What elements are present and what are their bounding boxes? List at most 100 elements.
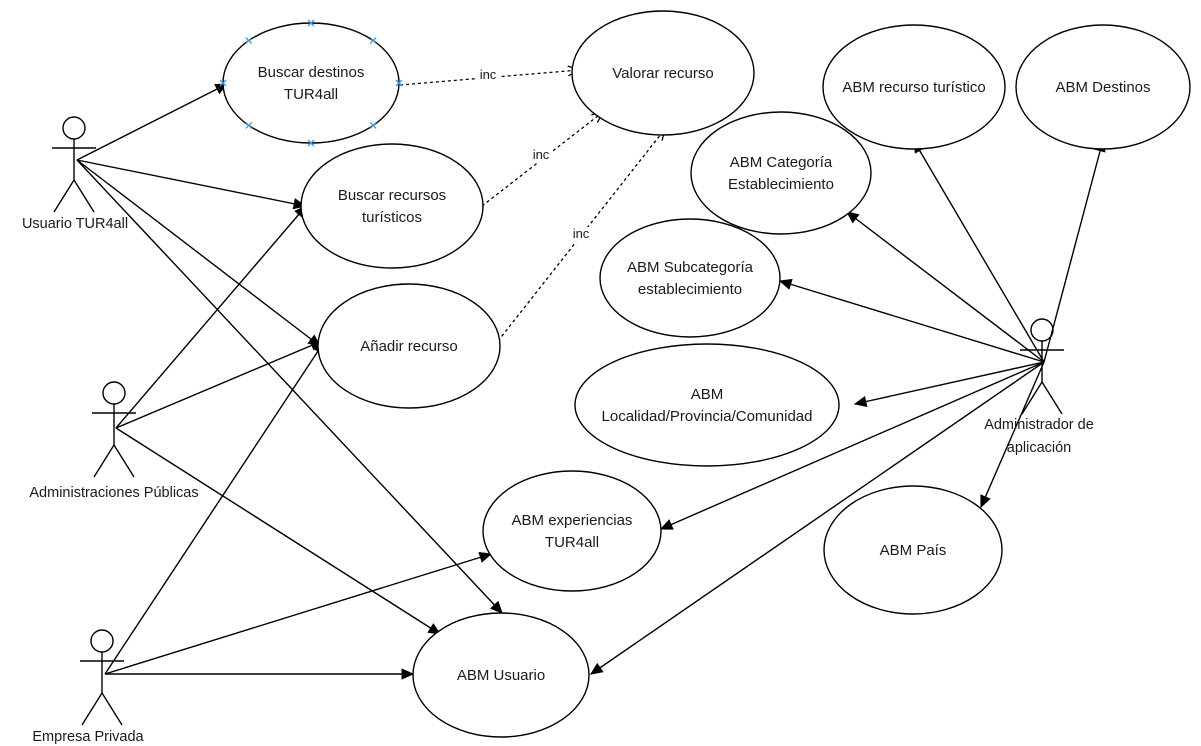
- actor-figure-icon[interactable]: [92, 381, 136, 478]
- resize-handle-icon[interactable]: [307, 139, 315, 147]
- association-admin_app-abm_usuario[interactable]: [589, 361, 1045, 675]
- association-admin_pub-buscar_recursos[interactable]: [115, 205, 307, 429]
- use-case-ellipse[interactable]: [412, 612, 590, 738]
- use-case-ellipse[interactable]: [822, 24, 1006, 150]
- use-case-ellipse[interactable]: [300, 143, 484, 269]
- actor-figure-icon[interactable]: [1020, 318, 1064, 415]
- actor-empresa[interactable]: Empresa Privada: [32, 629, 145, 745]
- actor-figure-icon[interactable]: [52, 116, 96, 213]
- use-case-ellipse[interactable]: [574, 343, 840, 467]
- association-admin_app-abm_subcategoria[interactable]: [778, 278, 1045, 363]
- association-empresa-abm_usuario[interactable]: [105, 668, 415, 680]
- use-case-label: ABM Usuario: [457, 667, 545, 684]
- association-line[interactable]: [913, 140, 1045, 363]
- association-admin_app-abm_localidad[interactable]: [853, 361, 1045, 408]
- association-line[interactable]: [76, 159, 321, 347]
- include-label: inc: [573, 226, 590, 241]
- use-case-anadir[interactable]: Añadir recurso: [317, 283, 501, 409]
- use-case-label: ABM recurso turístico: [842, 79, 985, 96]
- association-usuario-abm_usuario[interactable]: [76, 159, 503, 614]
- association-usuario-anadir[interactable]: [76, 159, 321, 347]
- arrowhead-icon: [401, 668, 415, 680]
- actor-label: Administraciones Públicas: [29, 485, 198, 501]
- association-admin_app-abm_experiencias[interactable]: [659, 361, 1045, 530]
- use-case-abm-recurso[interactable]: ABM recurso turístico: [822, 24, 1006, 150]
- association-line[interactable]: [846, 211, 1045, 363]
- association-line[interactable]: [76, 159, 306, 207]
- association-line[interactable]: [1043, 139, 1104, 363]
- use-case-valorar[interactable]: Valorar recurso: [571, 10, 755, 136]
- use-case-abm-usuario[interactable]: ABM Usuario: [412, 612, 590, 738]
- actor-label: Empresa Privada: [32, 729, 144, 745]
- use-case-label: ABM Destinos: [1055, 79, 1150, 96]
- arrowhead-icon: [980, 494, 991, 509]
- use-case-ellipse[interactable]: [571, 10, 755, 136]
- use-case-ellipse[interactable]: [823, 485, 1003, 615]
- arrowhead-icon: [853, 395, 868, 408]
- arrowhead-icon: [659, 519, 674, 530]
- association-line[interactable]: [104, 553, 492, 675]
- association-admin_app-abm_pais[interactable]: [980, 361, 1045, 509]
- include-label-bg: [476, 68, 500, 83]
- association-line[interactable]: [590, 361, 1045, 675]
- association-line[interactable]: [854, 361, 1045, 405]
- association-empresa-anadir[interactable]: [104, 340, 325, 675]
- association-admin_pub-abm_usuario[interactable]: [115, 427, 442, 635]
- use-case-ellipse[interactable]: [599, 218, 781, 338]
- actor-admin-pub[interactable]: Administraciones Públicas: [29, 381, 199, 501]
- association-line[interactable]: [980, 361, 1045, 508]
- association-admin_app-abm_recurso[interactable]: [913, 139, 1045, 363]
- use-case-abm-destinos[interactable]: ABM Destinos: [1015, 24, 1191, 150]
- use-case-ellipse[interactable]: [482, 470, 662, 592]
- association-empresa-abm_experiencias[interactable]: [104, 551, 493, 675]
- include-label: inc: [533, 147, 550, 162]
- association-usuario-buscar_destinos[interactable]: [76, 83, 229, 161]
- use-case-ellipse[interactable]: [317, 283, 501, 409]
- use-case-abm-pais[interactable]: ABM País: [823, 485, 1003, 615]
- arrowhead-icon: [846, 211, 860, 224]
- association-line[interactable]: [115, 427, 441, 635]
- resize-handle-icon[interactable]: [245, 121, 253, 129]
- use-case-ellipse[interactable]: [1015, 24, 1191, 150]
- resize-handle-icon[interactable]: [245, 37, 253, 45]
- association-line[interactable]: [104, 341, 325, 675]
- association-line[interactable]: [660, 361, 1045, 530]
- resize-handle-icon[interactable]: [369, 37, 377, 45]
- include-label-bg: [569, 227, 593, 242]
- actor-usuario[interactable]: Usuario TUR4all: [22, 116, 128, 232]
- association-usuario-buscar_recursos[interactable]: [76, 159, 307, 210]
- resize-handle-icon[interactable]: [395, 79, 403, 87]
- association-admin_pub-anadir[interactable]: [115, 340, 324, 429]
- actor-figure-icon[interactable]: [80, 629, 124, 726]
- association-line[interactable]: [115, 340, 323, 429]
- resize-handle-icon[interactable]: [307, 19, 315, 27]
- association-admin_app-abm_categoria[interactable]: [846, 211, 1045, 363]
- diagram-labels: inc inc inc: [476, 67, 593, 242]
- arrowhead-icon: [778, 278, 793, 290]
- association-line[interactable]: [76, 159, 503, 614]
- include-label: inc: [480, 67, 497, 82]
- use-case-label: ABM País: [880, 542, 947, 559]
- resize-handle-icon[interactable]: [369, 121, 377, 129]
- association-line[interactable]: [779, 280, 1045, 363]
- use-case-label: Añadir recurso: [360, 338, 458, 355]
- association-line[interactable]: [115, 205, 307, 429]
- use-case-ellipse[interactable]: [690, 111, 872, 235]
- include-line[interactable]: [481, 111, 604, 207]
- resize-handle-icon[interactable]: [219, 79, 227, 87]
- association-line[interactable]: [76, 83, 228, 161]
